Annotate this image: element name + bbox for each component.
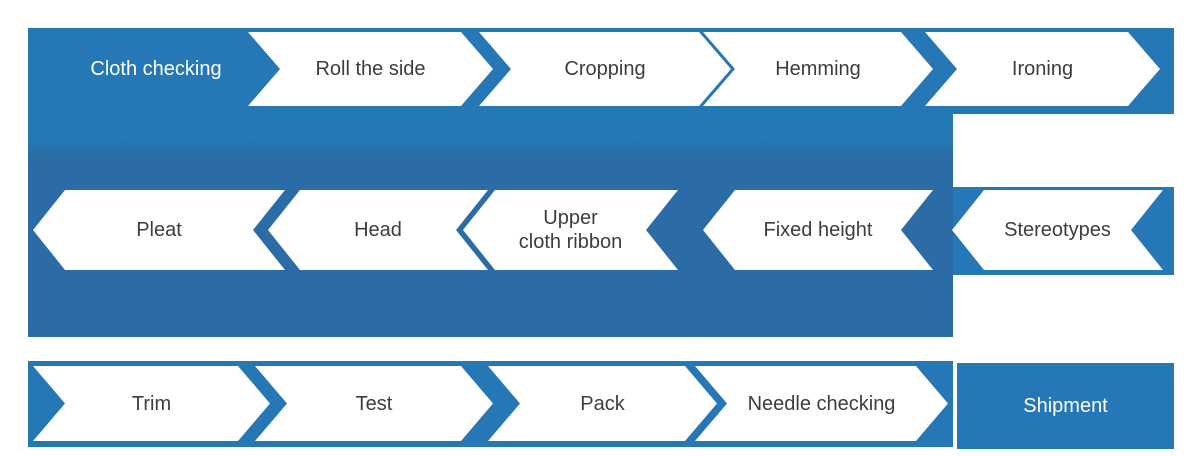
step-label: Needle checking — [747, 392, 896, 415]
step-label: Test — [355, 392, 393, 415]
step-ironing: Ironing — [925, 32, 1160, 106]
step-pack: Pack — [488, 366, 717, 441]
step-hemming: Hemming — [703, 32, 933, 106]
step-label: Ironing — [1011, 58, 1074, 80]
step-label: Head — [354, 219, 402, 241]
step-label: Trim — [131, 392, 172, 415]
shipment-band — [957, 363, 1174, 449]
step-head: Head — [268, 190, 488, 270]
step-label: Roll the side — [315, 58, 426, 80]
step-test: Test — [255, 366, 493, 441]
step-label: Hemming — [775, 58, 861, 80]
step-pleat: Pleat — [33, 190, 285, 270]
step-shipment: Shipment — [957, 363, 1174, 449]
step-label: Shipment — [1023, 394, 1108, 417]
step-stereotypes: Stereotypes — [952, 190, 1163, 270]
step-label: Cloth checking — [90, 57, 222, 80]
step-fixed-height: Fixed height — [703, 190, 933, 270]
step-label: Fixed height — [763, 219, 873, 241]
step-upper-cloth-ribbon: Upper cloth ribbon — [463, 190, 678, 270]
step-label: Stereotypes — [1004, 219, 1111, 241]
step-label: Cropping — [564, 58, 646, 80]
step-cloth-checking: Cloth checking — [30, 32, 282, 106]
step-label: Pack — [580, 392, 625, 415]
step-cropping: Cropping — [479, 32, 731, 106]
step-trim: Trim — [33, 366, 270, 441]
step-needle-checking: Needle checking — [695, 366, 948, 441]
step-roll-the-side: Roll the side — [248, 32, 493, 106]
step-label: Pleat — [136, 219, 182, 241]
step-label: Upper cloth ribbon — [518, 207, 623, 253]
